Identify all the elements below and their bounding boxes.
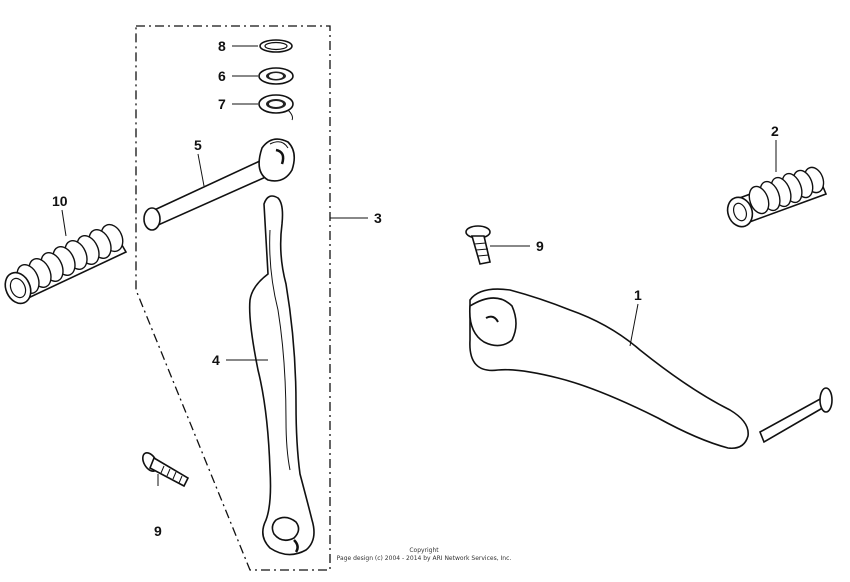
part-2-rubber-grip: [726, 166, 828, 228]
callout-9-right: 9: [536, 238, 544, 254]
callout-9-bottom: 9: [154, 523, 162, 539]
part-5-pedal-joint: [143, 138, 296, 231]
part-8-snap-ring: [259, 39, 293, 53]
callout-4: 4: [212, 352, 220, 368]
assembly-3-boundary: [135, 25, 331, 571]
callout-2: 2: [771, 123, 779, 139]
part-9-bolt-right: [465, 225, 491, 265]
part-6-washer: [258, 67, 294, 85]
part-1-kick-starter-arm: [468, 288, 833, 450]
part-10-rubber-grip: [4, 223, 128, 305]
callout-10: 10: [52, 193, 68, 209]
callout-7: 7: [218, 96, 226, 112]
part-4-kick-arm: [248, 195, 315, 556]
part-9-bolt-bottom: [141, 452, 190, 488]
callout-3: 3: [374, 210, 382, 226]
part-7-spring: [258, 94, 294, 121]
callout-5: 5: [194, 137, 202, 153]
callout-6: 6: [218, 68, 226, 84]
copyright-line-1: Copyright: [409, 547, 439, 554]
leader-lines: [61, 45, 777, 486]
callout-labels: 8 6 7 5 3 4 10 2 9 1 9: [52, 38, 779, 539]
callout-8: 8: [218, 38, 226, 54]
copyright-notice: Copyright Page design (c) 2004 - 2014 by…: [337, 547, 512, 562]
callout-1: 1: [634, 287, 642, 303]
copyright-line-2: Page design (c) 2004 - 2014 by ARI Netwo…: [337, 555, 512, 562]
